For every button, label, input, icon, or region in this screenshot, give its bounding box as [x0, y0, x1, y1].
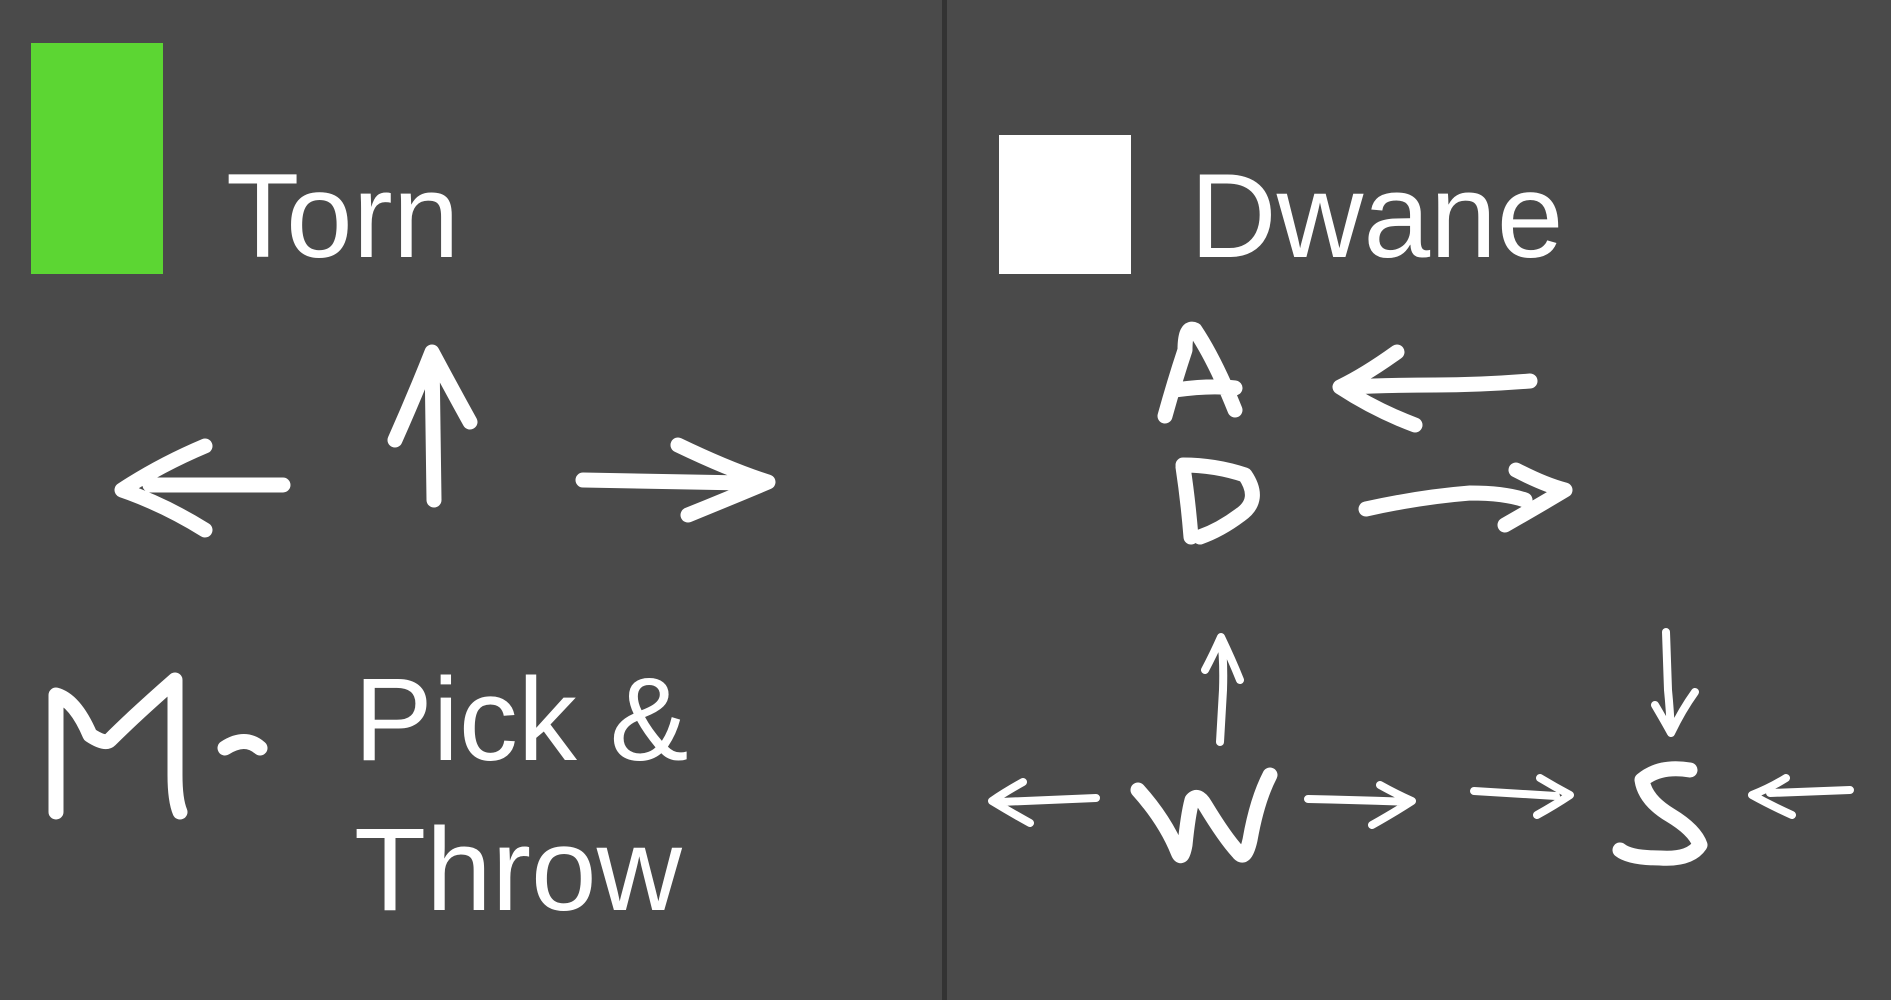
arrow-left-icon	[988, 778, 1100, 827]
arrow-down-icon	[1651, 628, 1699, 737]
arrow-right-icon	[1470, 774, 1574, 819]
action-label-line2: Throw	[354, 804, 682, 936]
arrow-up-icon	[387, 344, 478, 508]
player1-name: Torn	[226, 149, 460, 283]
arrow-right-icon	[1358, 462, 1573, 533]
arrow-left-icon	[114, 438, 291, 538]
key-a-glyph	[1157, 321, 1243, 424]
arrow-left-icon	[1748, 774, 1854, 819]
key-m-glyph	[48, 672, 188, 820]
key-s-glyph	[1612, 761, 1708, 866]
action-label-line1: Pick &	[354, 654, 689, 786]
arrow-up-icon	[1201, 633, 1244, 746]
arrow-right-icon	[1304, 781, 1416, 829]
player2-name: Dwane	[1190, 149, 1564, 283]
player2-color-swatch	[999, 135, 1131, 274]
arrow-right-icon	[575, 437, 776, 523]
dash-glyph	[217, 734, 268, 756]
key-d-glyph	[1175, 457, 1260, 545]
panel-divider	[942, 0, 947, 1000]
player1-action-label: Pick & Throw	[354, 645, 688, 945]
player1-color-swatch	[31, 43, 163, 274]
arrow-left-icon	[1332, 344, 1538, 433]
key-w-glyph	[1130, 767, 1278, 864]
